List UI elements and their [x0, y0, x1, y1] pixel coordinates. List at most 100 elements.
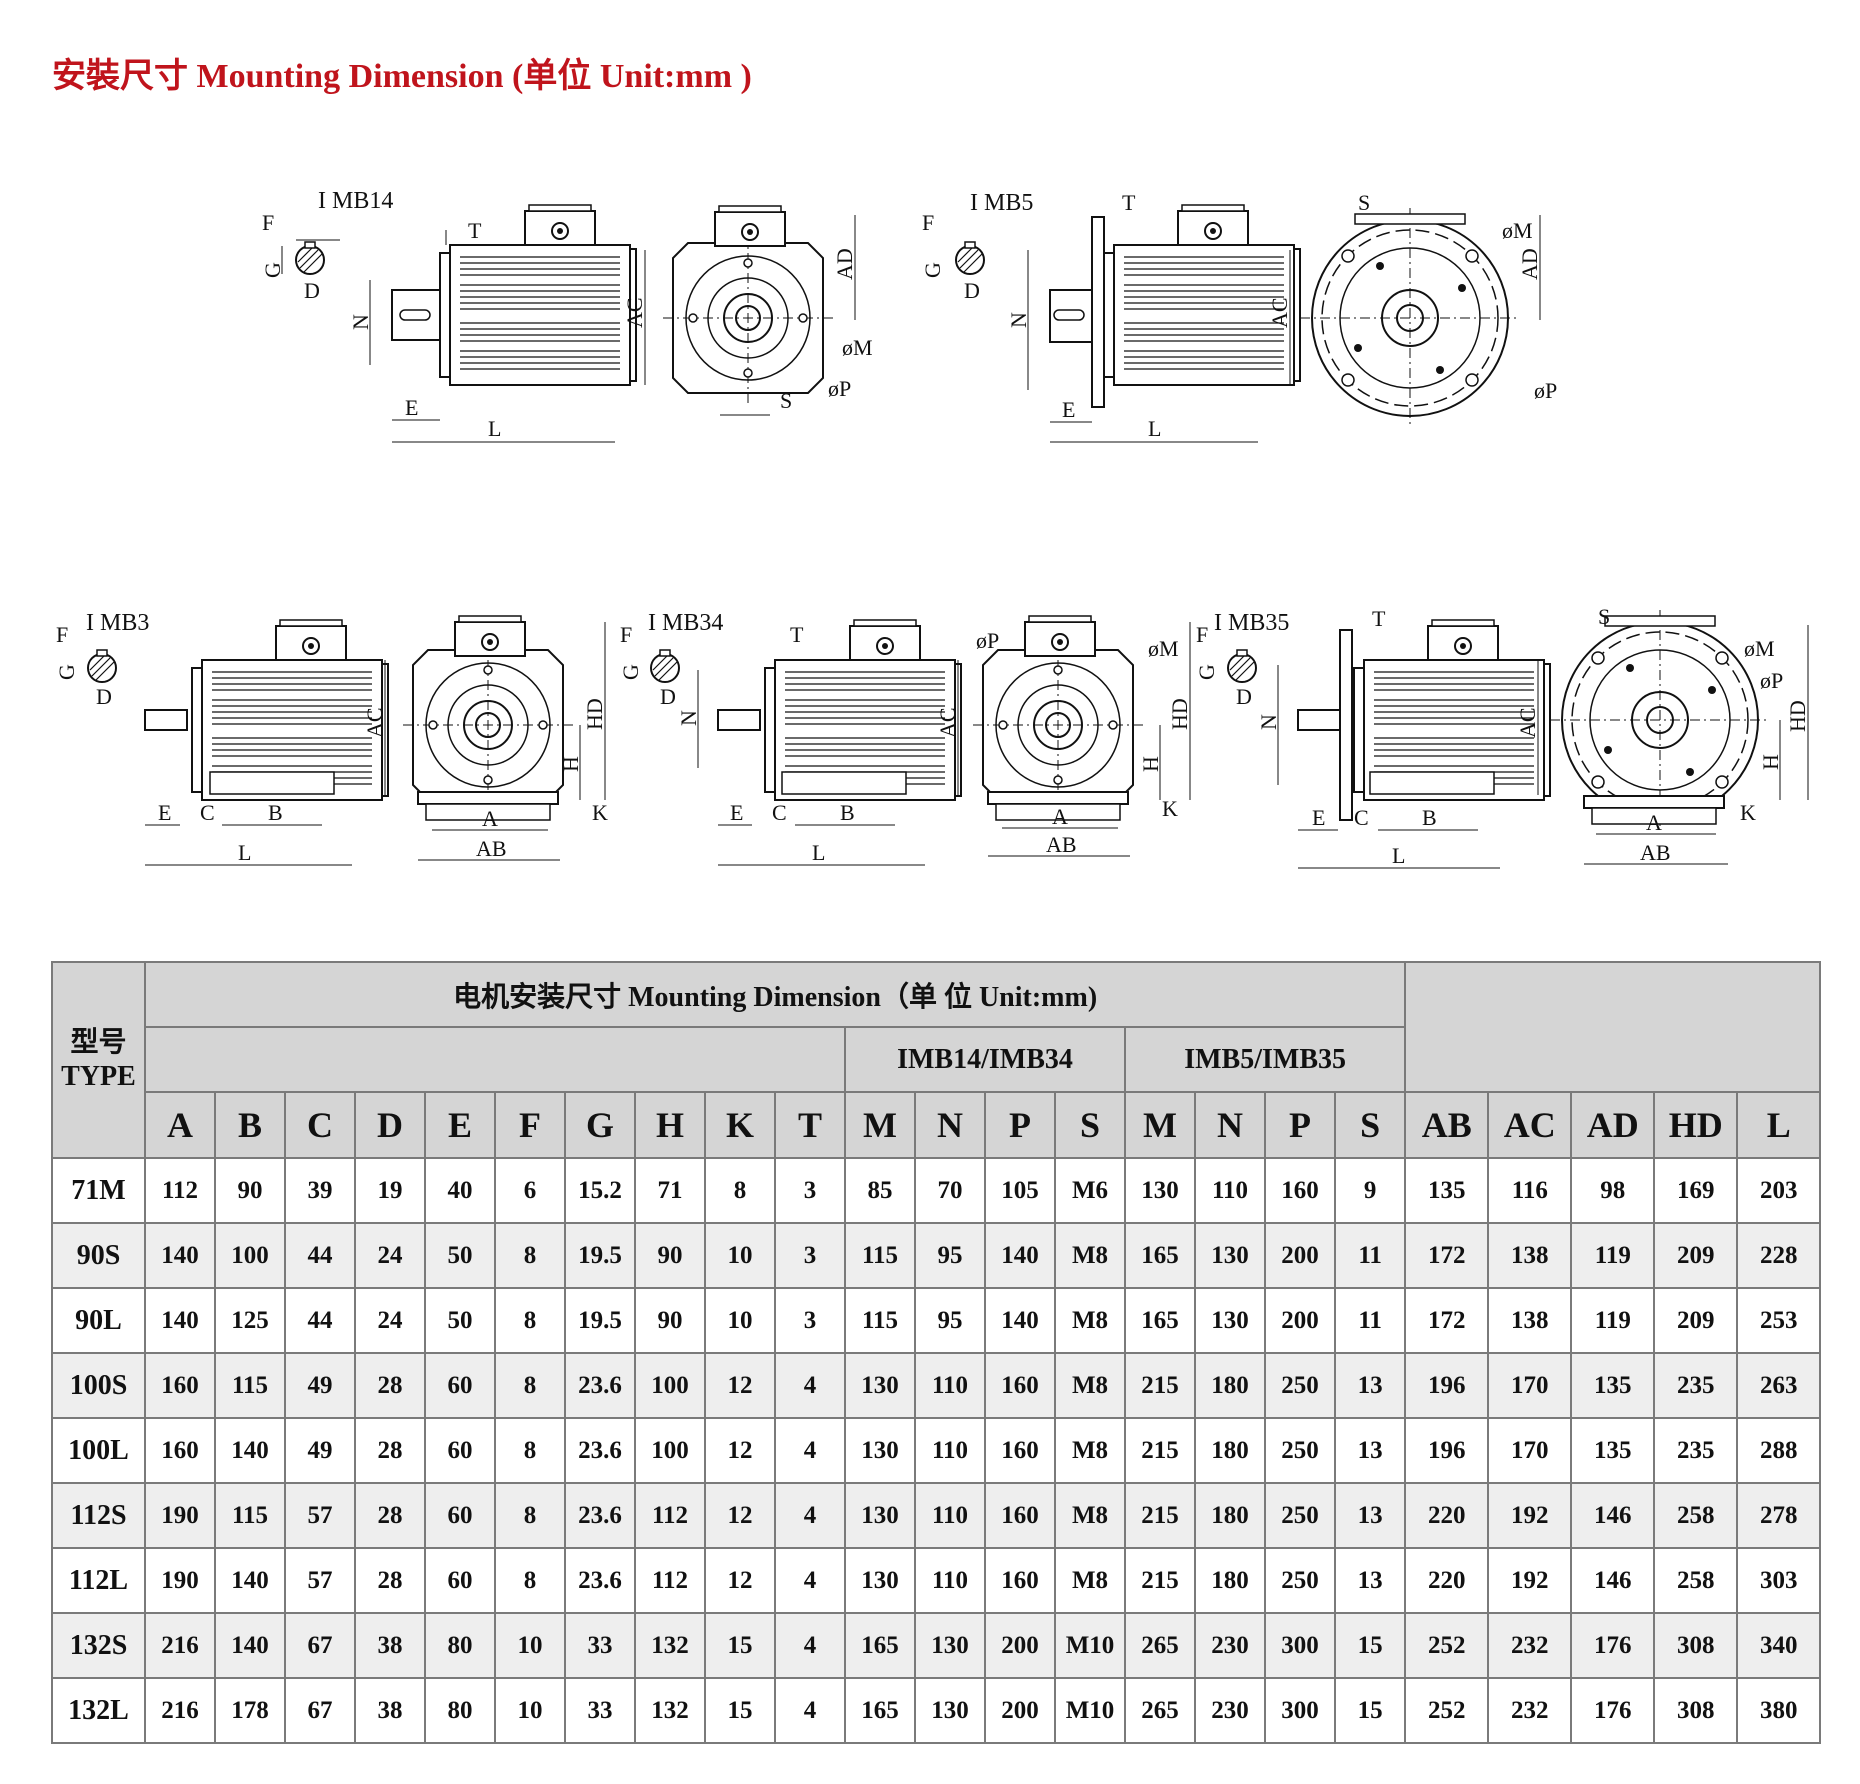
value-cell: 15 [1333, 1677, 1407, 1744]
value-cell: 165 [1124, 1287, 1196, 1354]
column-header-k-8: K [704, 1091, 776, 1159]
value-cell: 23.6 [564, 1352, 636, 1419]
value-cell: 176 [1570, 1612, 1656, 1679]
svg-text:N: N [348, 314, 373, 330]
value-cell: 130 [1124, 1157, 1196, 1224]
svg-text:D: D [96, 684, 112, 709]
value-cell: 13 [1333, 1547, 1407, 1614]
value-cell: 253 [1736, 1287, 1822, 1354]
svg-text:D: D [304, 278, 320, 303]
value-cell: 252 [1404, 1677, 1490, 1744]
value-cell: 220 [1404, 1482, 1490, 1549]
value-cell: 220 [1404, 1547, 1490, 1614]
column-header-hd-21: HD [1653, 1091, 1739, 1159]
svg-text:AC: AC [362, 707, 387, 738]
value-cell: 112 [634, 1482, 706, 1549]
value-cell: 258 [1653, 1482, 1739, 1549]
value-cell: 130 [1194, 1287, 1266, 1354]
svg-text:N: N [676, 710, 701, 726]
value-cell: 300 [1264, 1677, 1336, 1744]
value-cell: 19.5 [564, 1287, 636, 1354]
value-cell: 115 [214, 1482, 286, 1549]
value-cell: 100 [214, 1222, 286, 1289]
view-imb3: I MB3 F G D AC E C B L HD H A AB K [54, 610, 608, 866]
value-cell: 180 [1194, 1417, 1266, 1484]
svg-text:AD: AD [832, 248, 857, 280]
value-cell: 160 [984, 1547, 1056, 1614]
value-cell: 49 [284, 1417, 356, 1484]
value-cell: 169 [1653, 1157, 1739, 1224]
value-cell: M8 [1054, 1352, 1126, 1419]
svg-text:AC: AC [622, 297, 647, 328]
svg-text:L: L [488, 416, 501, 441]
value-cell: 130 [844, 1417, 916, 1484]
value-cell: M10 [1054, 1677, 1126, 1744]
svg-text:L: L [1148, 416, 1161, 441]
value-cell: 28 [354, 1352, 426, 1419]
value-cell: 24 [354, 1287, 426, 1354]
value-cell: 190 [144, 1482, 216, 1549]
general-group-header [144, 1026, 846, 1093]
value-cell: 50 [424, 1222, 496, 1289]
svg-text:AC: AC [1515, 707, 1540, 738]
svg-text:D: D [964, 278, 980, 303]
column-header-ac-19: AC [1487, 1091, 1573, 1159]
value-cell: 10 [704, 1222, 776, 1289]
value-cell: 230 [1194, 1612, 1266, 1679]
svg-text:E: E [1062, 397, 1075, 422]
value-cell: 190 [144, 1547, 216, 1614]
value-cell: 232 [1487, 1677, 1573, 1744]
value-cell: 15.2 [564, 1157, 636, 1224]
value-cell: 110 [914, 1352, 986, 1419]
view-imb14-label: I MB14 [318, 188, 393, 214]
value-cell: 11 [1333, 1222, 1407, 1289]
value-cell: 9 [1333, 1157, 1407, 1224]
value-cell: 176 [1570, 1677, 1656, 1744]
type-cell: 100L [51, 1417, 146, 1484]
view-imb14: I MB14 F G D N T AC E L AD øM øP S [260, 188, 873, 443]
value-cell: 100 [634, 1352, 706, 1419]
value-cell: 8 [494, 1417, 566, 1484]
value-cell: 85 [844, 1157, 916, 1224]
value-cell: 57 [284, 1547, 356, 1614]
svg-text:C: C [200, 800, 215, 825]
svg-text:øP: øP [1534, 378, 1557, 403]
column-header-s-17: S [1333, 1091, 1407, 1159]
mounting-drawings: I MB14 F G D N T AC E L AD øM øP S I MB5… [54, 188, 1810, 869]
value-cell: 100 [634, 1417, 706, 1484]
value-cell: 8 [494, 1222, 566, 1289]
svg-text:N: N [1006, 312, 1031, 328]
svg-text:G: G [1194, 664, 1219, 680]
value-cell: 165 [1124, 1222, 1196, 1289]
value-cell: 110 [914, 1547, 986, 1614]
value-cell: 90 [634, 1222, 706, 1289]
svg-text:B: B [268, 800, 283, 825]
svg-text:T: T [468, 218, 482, 243]
column-header-d-3: D [354, 1091, 426, 1159]
value-cell: 12 [704, 1352, 776, 1419]
svg-text:K: K [1162, 796, 1178, 821]
value-cell: 49 [284, 1352, 356, 1419]
value-cell: M6 [1054, 1157, 1126, 1224]
value-cell: 15 [704, 1677, 776, 1744]
value-cell: 12 [704, 1417, 776, 1484]
value-cell: 105 [984, 1157, 1056, 1224]
svg-text:T: T [790, 622, 804, 647]
svg-text:AB: AB [476, 836, 507, 861]
view-imb35: I MB35 F G D N T AC E C B L HD H S øM øP… [1194, 604, 1810, 869]
value-cell: 6 [494, 1157, 566, 1224]
value-cell: 160 [984, 1482, 1056, 1549]
value-cell: 119 [1570, 1222, 1656, 1289]
value-cell: 265 [1124, 1612, 1196, 1679]
value-cell: 230 [1194, 1677, 1266, 1744]
svg-text:B: B [840, 800, 855, 825]
value-cell: 90 [214, 1157, 286, 1224]
value-cell: 28 [354, 1547, 426, 1614]
svg-text:C: C [1354, 805, 1369, 830]
value-cell: 8 [494, 1547, 566, 1614]
